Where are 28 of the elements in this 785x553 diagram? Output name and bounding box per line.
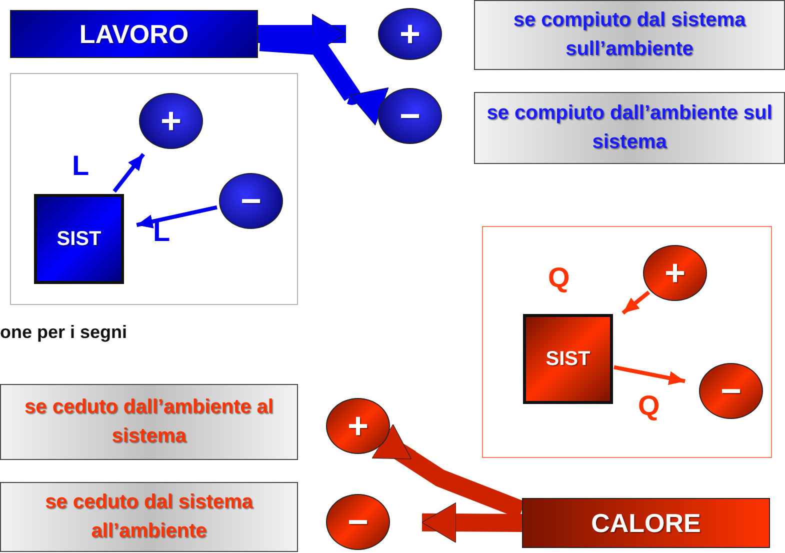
arrow xyxy=(614,365,686,385)
sign-circle: + xyxy=(139,93,203,149)
description-box: se ceduto dall’ambiente al sistema xyxy=(0,384,298,460)
edge-label: Q xyxy=(638,392,660,420)
sign-circle: + xyxy=(643,245,707,301)
sign-circle: − xyxy=(326,494,390,550)
title-bar: LAVORO xyxy=(10,10,258,58)
diagram-frame xyxy=(10,73,298,305)
description-box: se compiuto dall’ambiente sul sistema xyxy=(474,92,785,164)
diagram-frame xyxy=(482,226,772,458)
arrow xyxy=(112,152,145,193)
sign-circle: − xyxy=(378,88,442,144)
system-square: SIST xyxy=(34,194,124,284)
note-text: one per i segni xyxy=(0,322,128,343)
edge-label: L xyxy=(72,152,90,180)
description-box: se ceduto dal sistema all’ambiente xyxy=(0,482,298,552)
sign-circle: − xyxy=(699,363,763,419)
sign-circle: + xyxy=(378,8,442,60)
sign-circle: − xyxy=(219,173,283,229)
title-bar: CALORE xyxy=(522,498,770,548)
description-box: se compiuto dal sistema sull’ambiente xyxy=(474,0,785,70)
sign-circle: + xyxy=(326,398,390,454)
arrow xyxy=(136,205,218,228)
arrow xyxy=(622,290,650,315)
block-arrow xyxy=(422,502,522,543)
edge-label: Q xyxy=(548,264,570,292)
system-square: SIST xyxy=(523,314,613,404)
edge-label: L xyxy=(153,218,170,246)
